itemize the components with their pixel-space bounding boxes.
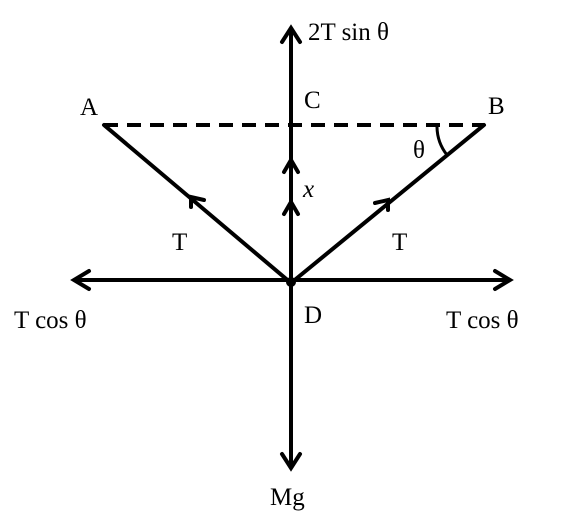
arrowhead-tension-right (373, 197, 390, 212)
point-b-label: B (488, 93, 505, 120)
point-a-label: A (80, 94, 98, 121)
horizontal-right-label: T cos θ (446, 307, 519, 334)
string-ad (102, 123, 293, 285)
tension-right-label: T (392, 229, 407, 256)
displacement-label: x (302, 176, 314, 203)
point-d-dot (286, 277, 296, 287)
arrowhead-left (70, 269, 91, 291)
horizontal-left-label: T cos θ (14, 307, 87, 334)
arrowhead-x-upper (282, 156, 300, 174)
arrowhead-right (493, 269, 514, 291)
point-d-label: D (304, 302, 322, 329)
angle-arc (435, 123, 449, 157)
point-c-label: C (304, 87, 321, 114)
arrowhead-top (280, 24, 302, 44)
angle-label: θ (413, 137, 425, 164)
arrowhead-tension-left (189, 194, 206, 209)
weight-label: Mg (270, 484, 305, 511)
arrowhead-x-lower (282, 198, 300, 216)
top-force-label: 2T sin θ (308, 19, 389, 46)
arrowhead-bottom (280, 452, 302, 472)
tension-left-label: T (172, 229, 187, 256)
